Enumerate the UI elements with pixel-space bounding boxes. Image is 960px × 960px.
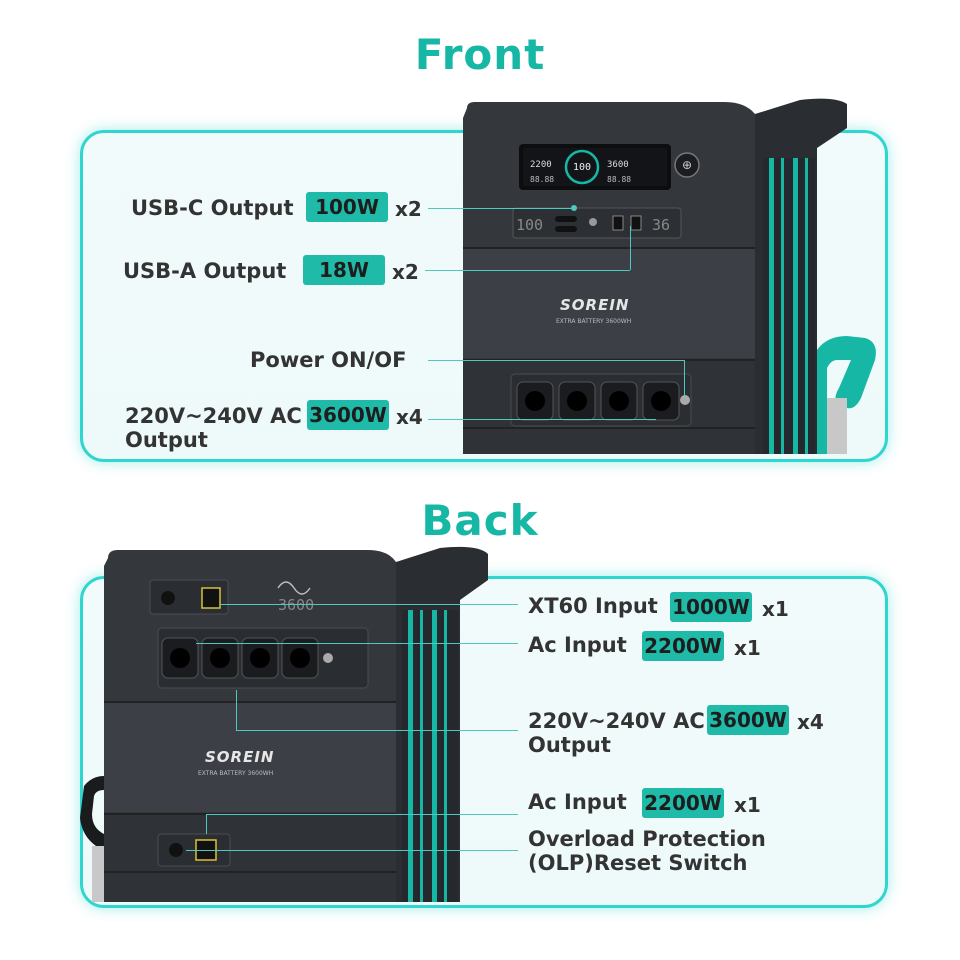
back-ac-output-badge: 3600W — [707, 705, 789, 735]
front-sub-brand: EXTRA BATTERY 3600WH — [556, 318, 632, 325]
screen-center-value: 100 — [573, 162, 592, 173]
back-ac-output-multiplier: x4 — [797, 710, 824, 734]
screen-left-top: 2200 — [530, 160, 552, 170]
back-sub-brand: EXTRA BATTERY 3600WH — [198, 770, 274, 777]
usb-a-output-badge: 18W — [303, 255, 385, 285]
ac-input-top-badge: 2200W — [642, 631, 724, 661]
power-switch-label: Power ON/OF — [250, 348, 407, 372]
port-right-rating: 36 — [652, 216, 671, 234]
back-ac-output-label-2: Output — [528, 733, 611, 757]
usb-a-leader-vline — [630, 226, 631, 270]
xt60-input-multiplier: x1 — [762, 597, 789, 621]
xt60-input-label: XT60 Input — [528, 594, 658, 618]
usb-c-leader-line — [428, 208, 574, 209]
ac-input-bottom-badge: 2200W — [642, 788, 724, 818]
ac-input-bottom-leader-vline — [206, 814, 207, 834]
ac-input-top-label: Ac Input — [528, 633, 627, 657]
front-ac-output-multiplier: x4 — [396, 405, 423, 429]
olp-leader-line — [186, 850, 518, 851]
back-brand-logo: SOREIN — [205, 748, 275, 766]
back-ac-output-label: 220V~240V AC — [528, 709, 705, 733]
screen-right-bottom: 88.88 — [607, 175, 632, 184]
ac-input-bottom-label: Ac Input — [528, 790, 627, 814]
ac-input-top-leader-line — [196, 643, 518, 644]
usb-a-output-label: USB-A Output — [123, 259, 287, 283]
back-power-rating: 3600 — [278, 596, 315, 614]
olp-reset-label-2: (OLP)Reset Switch — [528, 851, 748, 875]
ac-input-bottom-leader-line — [206, 814, 518, 815]
front-brand-logo: SOREIN — [560, 296, 630, 314]
usb-a-output-multiplier: x2 — [392, 260, 419, 284]
usb-c-output-multiplier: x2 — [395, 197, 422, 221]
usb-a-leader-line — [425, 270, 630, 271]
power-leader-line — [428, 360, 684, 361]
front-ac-output-label-2: Output — [125, 428, 208, 452]
front-ac-output-badge: 3600W — [307, 400, 389, 430]
xt60-input-badge: 1000W — [670, 592, 752, 622]
back-title: Back — [421, 496, 539, 545]
front-ac-output-label: 220V~240V AC — [125, 404, 302, 428]
usb-c-output-badge: 100W — [306, 192, 388, 222]
ac-input-bottom-multiplier: x1 — [734, 793, 761, 817]
xt60-leader-line — [220, 604, 518, 605]
back-ac-leader-vline — [236, 690, 237, 730]
ac-input-top-multiplier: x1 — [734, 636, 761, 660]
screen-left-bottom: 88.88 — [530, 175, 555, 184]
front-device-illustration: ⊕ — [463, 98, 876, 455]
olp-reset-label: Overload Protection — [528, 827, 766, 851]
usb-c-leader-dot — [571, 205, 577, 211]
port-left-rating: 100 — [516, 216, 544, 234]
usb-c-output-label: USB-C Output — [131, 196, 294, 220]
back-ac-leader-line — [236, 730, 518, 731]
screen-right-top: 3600 — [607, 160, 629, 170]
front-ac-leader-line — [428, 419, 656, 420]
svg-text:⊕: ⊕ — [682, 158, 692, 172]
power-leader-vline — [684, 360, 685, 396]
front-title: Front — [414, 30, 546, 79]
